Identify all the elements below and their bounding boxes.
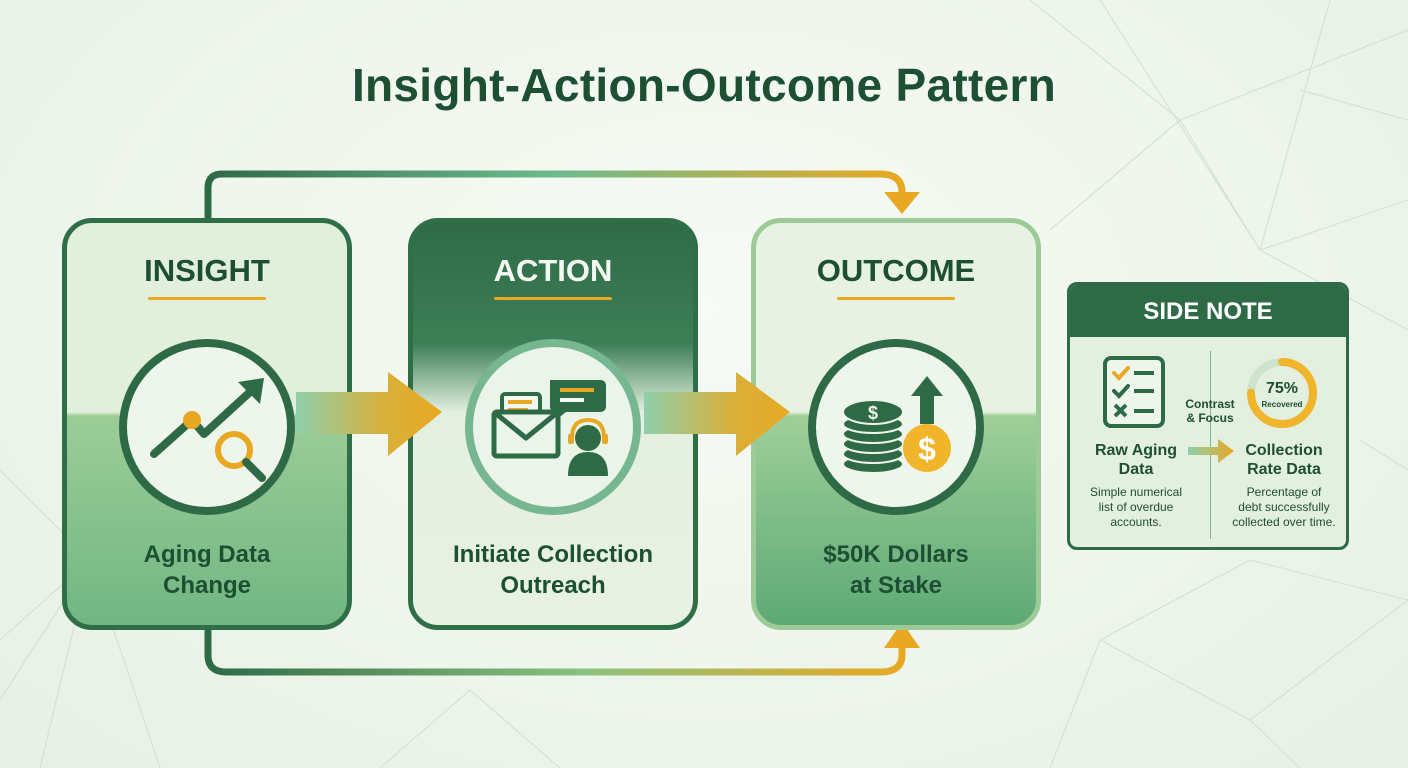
side-note-heading: SIDE NOTE bbox=[1070, 285, 1346, 337]
collection-rate-description-line: collected over time. bbox=[1232, 515, 1336, 529]
top-loop-arrowhead bbox=[884, 192, 920, 214]
diagram-title: Insight-Action-Outcome Pattern bbox=[351, 59, 1057, 111]
outcome-card: OUTCOME $ $ $50K Dollars at Stake bbox=[751, 218, 1041, 630]
insight-card: INSIGHT Aging Data Change bbox=[62, 218, 352, 630]
side-note-divider bbox=[1210, 351, 1211, 539]
collection-rate-title: Collection Rate Data bbox=[1222, 441, 1346, 479]
action-description-line: Initiate Collection bbox=[452, 541, 653, 568]
recovered-label: Recovered bbox=[1261, 400, 1303, 409]
top-loop-arrow bbox=[204, 170, 906, 218]
raw-aging-description: Simple numerical list of overdue account… bbox=[1074, 485, 1198, 530]
action-label: ACTION bbox=[493, 253, 613, 288]
svg-text:$: $ bbox=[868, 403, 878, 423]
action-card: ACTION Initiate Collection Outreach bbox=[408, 218, 698, 630]
insight-description-line: Change bbox=[162, 572, 251, 599]
outcome-description-line: $50K Dollars bbox=[823, 541, 969, 568]
action-icon-circle bbox=[465, 339, 641, 515]
action-description-line: Outreach bbox=[500, 572, 606, 599]
collection-rate-description-line: debt successfully bbox=[1238, 500, 1330, 514]
outcome-description-line: at Stake bbox=[849, 572, 943, 599]
collection-rate-title-line: Collection bbox=[1245, 442, 1323, 459]
trend-chart-magnifier-icon bbox=[150, 378, 266, 482]
collection-rate-title-line: Rate Data bbox=[1247, 461, 1321, 478]
raw-aging-description-line: accounts. bbox=[1110, 515, 1162, 529]
side-note-panel: SIDE NOTE Contrast & Focus 75% Recovered… bbox=[1067, 282, 1349, 550]
raw-aging-title-line: Raw Aging bbox=[1094, 442, 1178, 459]
outcome-description: $50K Dollars at Stake bbox=[756, 539, 1036, 601]
insight-icon-circle bbox=[119, 339, 295, 515]
progress-ring bbox=[1247, 358, 1317, 428]
raw-aging-description-line: list of overdue bbox=[1098, 500, 1174, 514]
recovered-percent: 75% bbox=[1265, 380, 1299, 397]
insight-underline bbox=[148, 297, 266, 300]
outcome-label: OUTCOME bbox=[816, 253, 976, 288]
coins-dollar-arrow-icon: $ $ bbox=[842, 376, 951, 474]
action-description: Initiate Collection Outreach bbox=[413, 539, 693, 601]
bottom-loop-arrowhead bbox=[884, 622, 920, 648]
insight-label: INSIGHT bbox=[144, 253, 270, 288]
insight-description: Aging Data Change bbox=[67, 539, 347, 601]
contrast-focus-line: Contrast bbox=[1185, 397, 1235, 411]
raw-aging-description-line: Simple numerical bbox=[1089, 485, 1183, 499]
outcome-icon-circle: $ $ bbox=[808, 339, 984, 515]
collection-rate-description-line: Percentage of bbox=[1246, 485, 1322, 499]
raw-aging-title: Raw Aging Data bbox=[1076, 441, 1196, 479]
collection-rate-description: Percentage of debt successfully collecte… bbox=[1218, 485, 1346, 530]
action-underline bbox=[494, 297, 612, 300]
insight-description-line: Aging Data bbox=[143, 541, 271, 568]
svg-text:$: $ bbox=[918, 431, 936, 467]
outcome-underline bbox=[837, 297, 955, 300]
contrast-focus-line: & Focus bbox=[1186, 411, 1234, 425]
mail-chat-agent-icon bbox=[491, 380, 608, 476]
bottom-loop-arrow bbox=[204, 630, 906, 676]
raw-aging-title-line: Data bbox=[1118, 461, 1154, 478]
checklist-icon bbox=[1103, 356, 1165, 428]
contrast-arrow-icon bbox=[1188, 439, 1234, 463]
contrast-focus-label: Contrast & Focus bbox=[1178, 397, 1242, 425]
